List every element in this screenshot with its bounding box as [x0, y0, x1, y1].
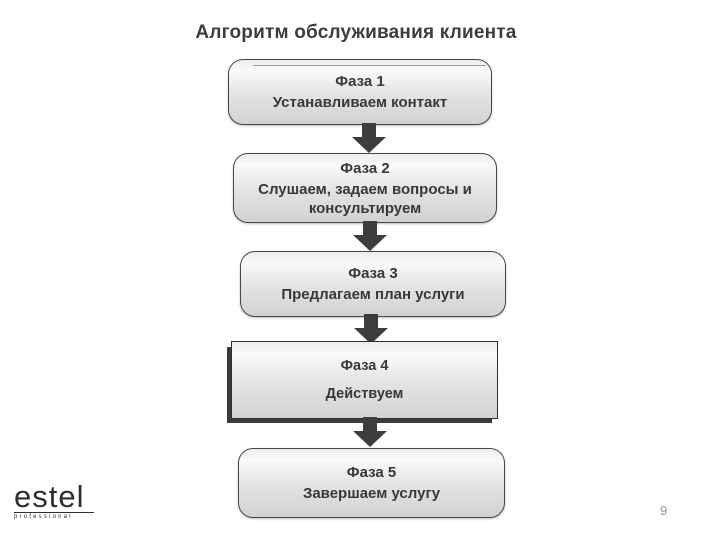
down-arrow-icon [353, 417, 387, 447]
step-phase-label: Фаза 1 [335, 73, 385, 90]
divider-line [253, 65, 486, 66]
down-arrow-icon [354, 314, 388, 344]
down-arrow-icon [352, 123, 386, 153]
step-text: Завершаем услугу [302, 485, 441, 502]
logo-rule [14, 512, 94, 513]
slide-title: Алгоритм обслуживания клиента [195, 22, 517, 43]
step-text: Действуем [325, 385, 404, 402]
logo-brand-text: estel [14, 479, 85, 514]
flow-step-phase-2: Фаза 2 Слушаем, задаем вопросы и консуль… [233, 153, 497, 223]
step-text: Слушаем, задаем вопросы и консультируем [258, 180, 472, 217]
step-text: Предлагаем план услуги [281, 286, 465, 303]
down-arrow-icon [353, 221, 387, 251]
flow-step-phase-3: Фаза 3 Предлагаем план услуги [240, 251, 506, 317]
flow-step-phase-1: Фаза 1 Устанавливаем контакт [228, 59, 492, 125]
logo-subtitle-text: professional [14, 514, 73, 520]
flow-step-phase-4: Фаза 4 Действуем [231, 337, 505, 419]
step-phase-label: Фаза 3 [348, 265, 398, 282]
step-phase-label: Фаза 2 [340, 159, 390, 177]
step-phase-label: Фаза 4 [340, 357, 389, 374]
estel-logo: estel professional [14, 479, 100, 520]
step-text: Устанавливаем контакт [272, 94, 448, 111]
page-number: 9 [660, 503, 668, 518]
flow-step-phase-5: Фаза 5 Завершаем услугу [238, 448, 505, 518]
step-phase-label: Фаза 5 [346, 464, 397, 481]
